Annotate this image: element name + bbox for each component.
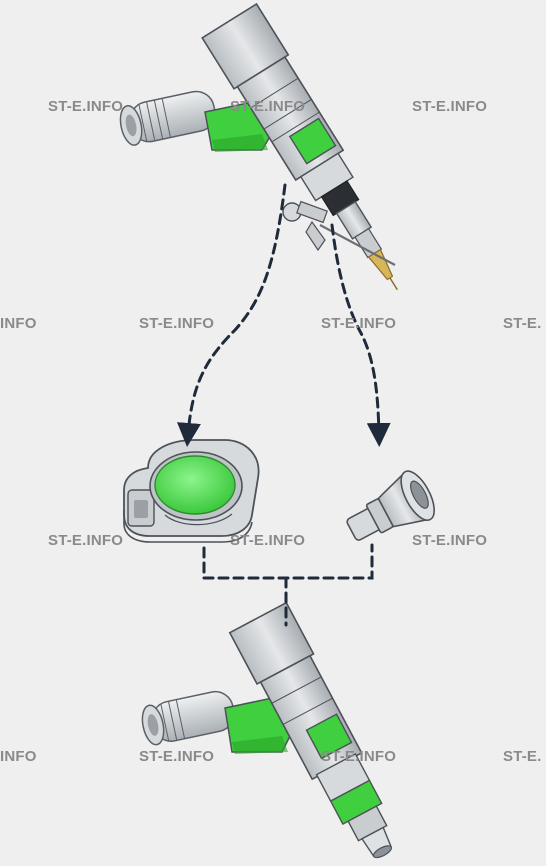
top-welding-head-icon <box>119 2 398 291</box>
bottom-welding-head-icon <box>141 601 393 859</box>
assembly-connectors <box>176 183 391 627</box>
connector-to-lens-holder <box>176 183 287 447</box>
connector-merge <box>202 543 374 580</box>
copper-nozzle-icon <box>346 470 435 541</box>
connector-to-nozzle <box>330 223 391 447</box>
protective-lens-holder-icon <box>123 439 260 543</box>
